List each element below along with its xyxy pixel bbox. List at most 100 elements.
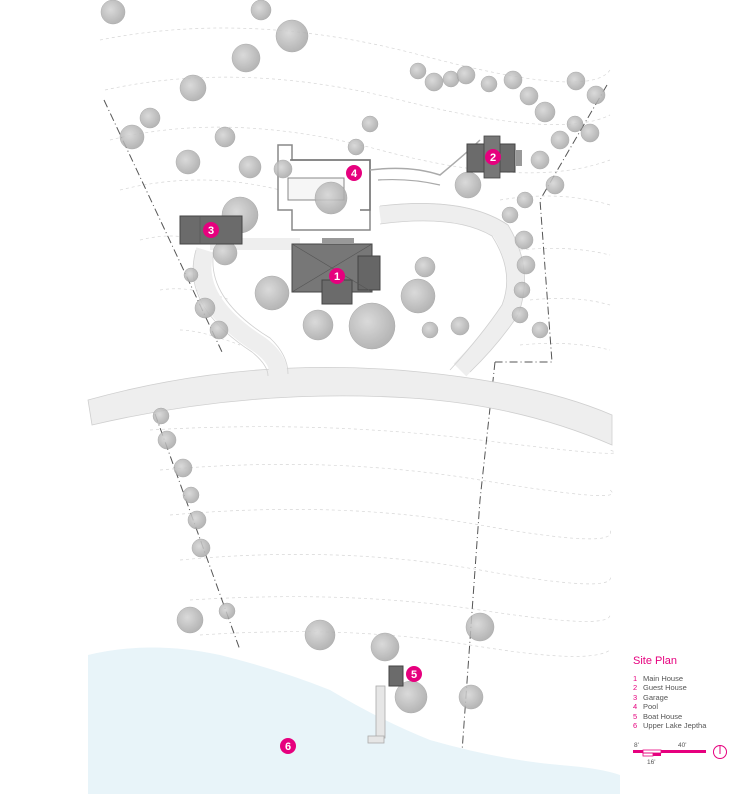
guest-house <box>466 135 522 179</box>
tree <box>347 138 365 156</box>
legend-num: 6 <box>633 721 638 731</box>
marker-label: 6 <box>285 741 291 753</box>
marker-pool: 4 <box>346 165 362 181</box>
tree <box>400 278 436 314</box>
scale-label-16: 16' <box>647 759 655 766</box>
tree <box>456 65 476 85</box>
tree <box>182 486 200 504</box>
tree <box>566 71 586 91</box>
tree <box>302 309 334 341</box>
legend-num: 4 <box>633 702 638 712</box>
tree <box>314 181 348 215</box>
scale-label-40: 40' <box>678 742 686 749</box>
tree <box>566 115 584 133</box>
tree <box>273 159 293 179</box>
tree <box>250 0 272 21</box>
tree <box>187 510 207 530</box>
tree <box>173 458 193 478</box>
tree <box>511 306 529 324</box>
legend-label: Guest House <box>643 683 687 693</box>
legend-item: 1 Main House <box>633 674 745 683</box>
tree <box>191 538 211 558</box>
scale-bar: 8' 16' 40' <box>633 742 706 766</box>
trees <box>100 0 606 714</box>
tree <box>157 430 177 450</box>
legend-title: Site Plan <box>633 655 678 667</box>
tree <box>414 256 436 278</box>
north-arrow-icon <box>713 745 727 759</box>
legend-label: Boat House <box>643 711 683 721</box>
tree <box>513 281 531 299</box>
tree <box>586 85 606 105</box>
tree <box>275 19 309 53</box>
driveway-east <box>378 203 525 377</box>
tree <box>348 302 396 350</box>
legend-num: 3 <box>633 692 638 702</box>
tree <box>183 267 199 283</box>
marker-label: 5 <box>411 669 417 681</box>
legend-label: Main House <box>643 674 684 683</box>
legend-item: 3 Garage <box>633 693 745 702</box>
legend-item: 4 Pool <box>633 702 745 711</box>
legend-item: 2 Guest House <box>633 683 745 692</box>
tree <box>209 320 229 340</box>
tree <box>503 70 523 90</box>
tree <box>530 150 550 170</box>
boat-house <box>367 665 404 744</box>
tree <box>238 155 262 179</box>
legend-label: Upper Lake Jeptha <box>643 721 707 731</box>
tree <box>458 684 484 710</box>
legend-num: 2 <box>633 683 638 693</box>
marker-guest-house: 2 <box>485 149 501 165</box>
tree <box>531 321 549 339</box>
marker-label: 4 <box>351 168 358 180</box>
tree <box>501 206 519 224</box>
legend-label: Pool <box>643 702 659 712</box>
tree <box>100 0 126 25</box>
tree <box>465 612 495 642</box>
tree <box>421 321 439 339</box>
tree <box>516 191 534 209</box>
marker-garage: 3 <box>203 222 219 238</box>
tree <box>550 130 570 150</box>
tree <box>454 171 482 199</box>
legend: Site Plan 1 Main House 2 Guest House 3 G… <box>633 655 745 730</box>
lake <box>88 647 620 794</box>
tree <box>254 275 290 311</box>
marker-boat-house: 5 <box>406 666 422 682</box>
tree <box>179 74 207 102</box>
marker-main-house: 1 <box>329 268 345 284</box>
scale-label-8: 8' <box>634 742 639 749</box>
tree <box>545 175 565 195</box>
tree <box>370 632 400 662</box>
tree <box>119 124 145 150</box>
tree <box>519 86 539 106</box>
marker-upper-lake-jeptha: 6 <box>280 738 296 754</box>
marker-label: 1 <box>334 271 340 283</box>
legend-item: 5 Boat House <box>633 712 745 721</box>
tree <box>516 255 536 275</box>
tree <box>212 240 238 266</box>
tree <box>214 126 236 148</box>
tree <box>361 115 379 133</box>
legend-item: 6 Upper Lake Jeptha <box>633 721 745 730</box>
marker-label: 2 <box>490 152 496 164</box>
main-road <box>87 366 613 446</box>
tree <box>175 149 201 175</box>
tree <box>480 75 498 93</box>
tree <box>194 297 216 319</box>
legend-label: Garage <box>643 692 669 702</box>
tree <box>218 602 236 620</box>
tree <box>514 230 534 250</box>
tree <box>450 316 470 336</box>
tree <box>139 107 161 129</box>
tree <box>231 43 261 73</box>
marker-label: 3 <box>208 225 214 237</box>
tree <box>534 101 556 123</box>
driveway <box>193 247 288 377</box>
tree <box>152 407 170 425</box>
legend-num: 1 <box>633 674 638 683</box>
tree <box>304 619 336 651</box>
